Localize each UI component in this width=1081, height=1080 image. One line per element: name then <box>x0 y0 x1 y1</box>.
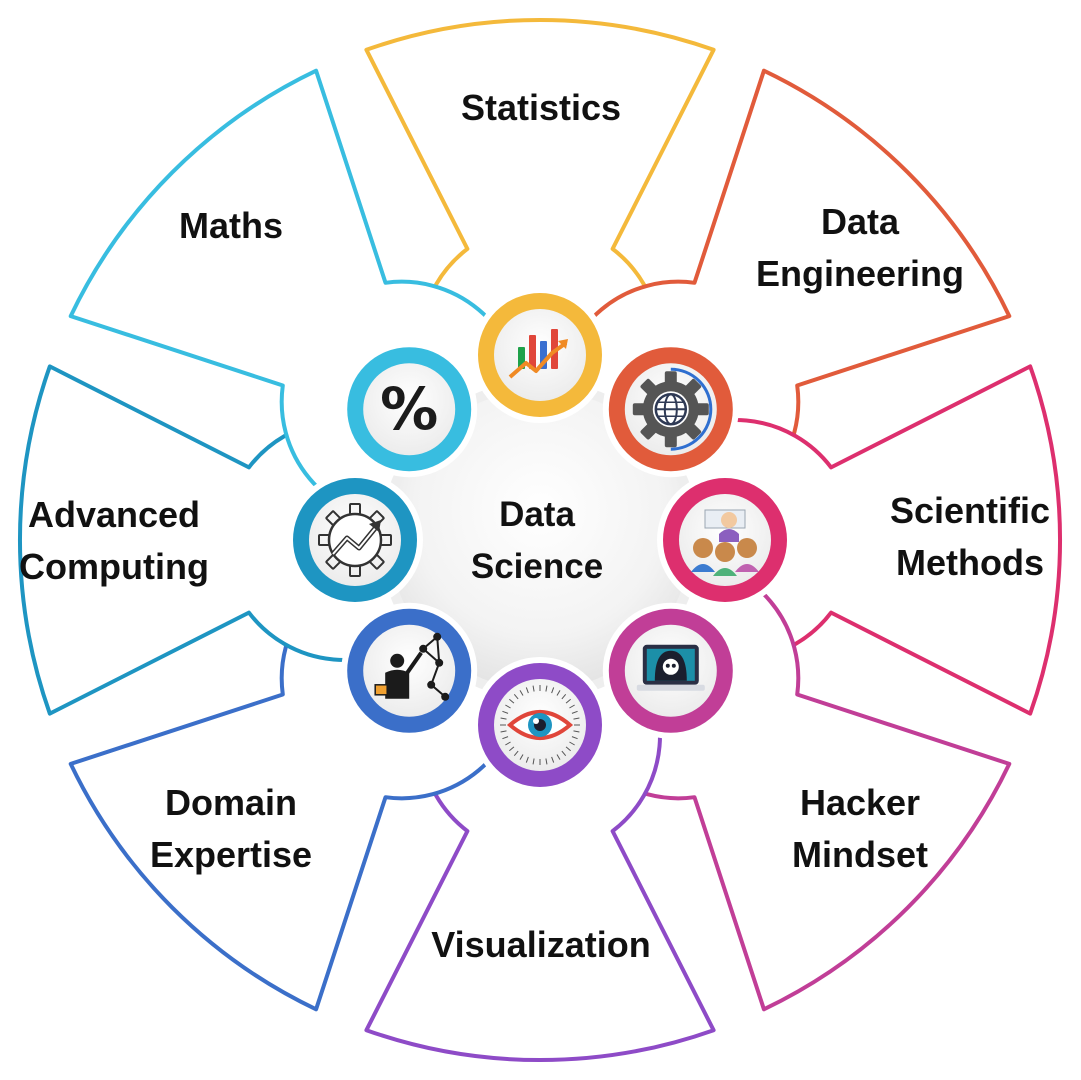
segment-label-data-engineering: Data Engineering <box>756 196 964 300</box>
hacker-mindset-label-line1: Hacker <box>799 782 921 823</box>
icon-badge-scientific-methods <box>657 472 793 608</box>
maths-label: Maths <box>178 205 284 246</box>
icon-badge-hacker-mindset <box>602 602 739 739</box>
advanced-computing-label-line2: Computing <box>19 546 209 587</box>
segment-label-visualization: Visualization <box>431 919 650 971</box>
segment-label-scientific-methods: Scientific Methods <box>890 485 1050 589</box>
icon-badge-domain-expertise <box>341 602 478 739</box>
segment-label-domain-expertise: Domain Expertise <box>150 777 312 881</box>
center-hub <box>380 380 700 700</box>
percent-icon: % <box>380 375 438 443</box>
scientific-methods-label-line2: Methods <box>896 542 1044 583</box>
domain-expertise-label-line1: Domain <box>164 782 297 823</box>
advanced-computing-label-line1: Advanced <box>27 494 201 535</box>
icon-badge-statistics <box>472 287 608 423</box>
segment-label-hacker-mindset: Hacker Mindset <box>792 777 928 881</box>
data-engineering-label-line2: Engineering <box>755 253 965 294</box>
icon-badge-visualization <box>472 657 608 793</box>
hacker-laptop-icon <box>636 644 705 691</box>
teacher-students-icon <box>691 509 759 576</box>
icon-badge-maths: % <box>341 341 478 478</box>
bar-chart-growth-icon <box>508 329 568 379</box>
center-label: Data Science <box>471 489 603 593</box>
statistics-label: Statistics <box>460 87 622 128</box>
center-label-line1: Data <box>499 495 575 534</box>
expert-network-icon <box>374 632 450 701</box>
svg-text:%: % <box>380 375 438 443</box>
domain-expertise-label-line2: Expertise <box>149 834 313 875</box>
eye-icon <box>500 685 580 765</box>
icon-badge-data-engineering <box>602 341 739 478</box>
scientific-methods-label-line1: Scientific <box>889 490 1051 531</box>
segment-label-advanced-computing: Advanced Computing <box>19 489 209 593</box>
segment-label-maths: Maths <box>179 200 283 252</box>
segment-label-statistics: Statistics <box>461 82 621 134</box>
gear-trend-icon <box>318 503 392 577</box>
gear-globe-icon <box>632 367 713 451</box>
data-engineering-label-line1: Data <box>820 201 900 242</box>
visualization-label: Visualization <box>431 924 651 965</box>
hacker-mindset-label-line2: Mindset <box>791 834 929 875</box>
center-label-line2: Science <box>470 547 604 586</box>
icon-badge-advanced-computing <box>287 472 423 608</box>
